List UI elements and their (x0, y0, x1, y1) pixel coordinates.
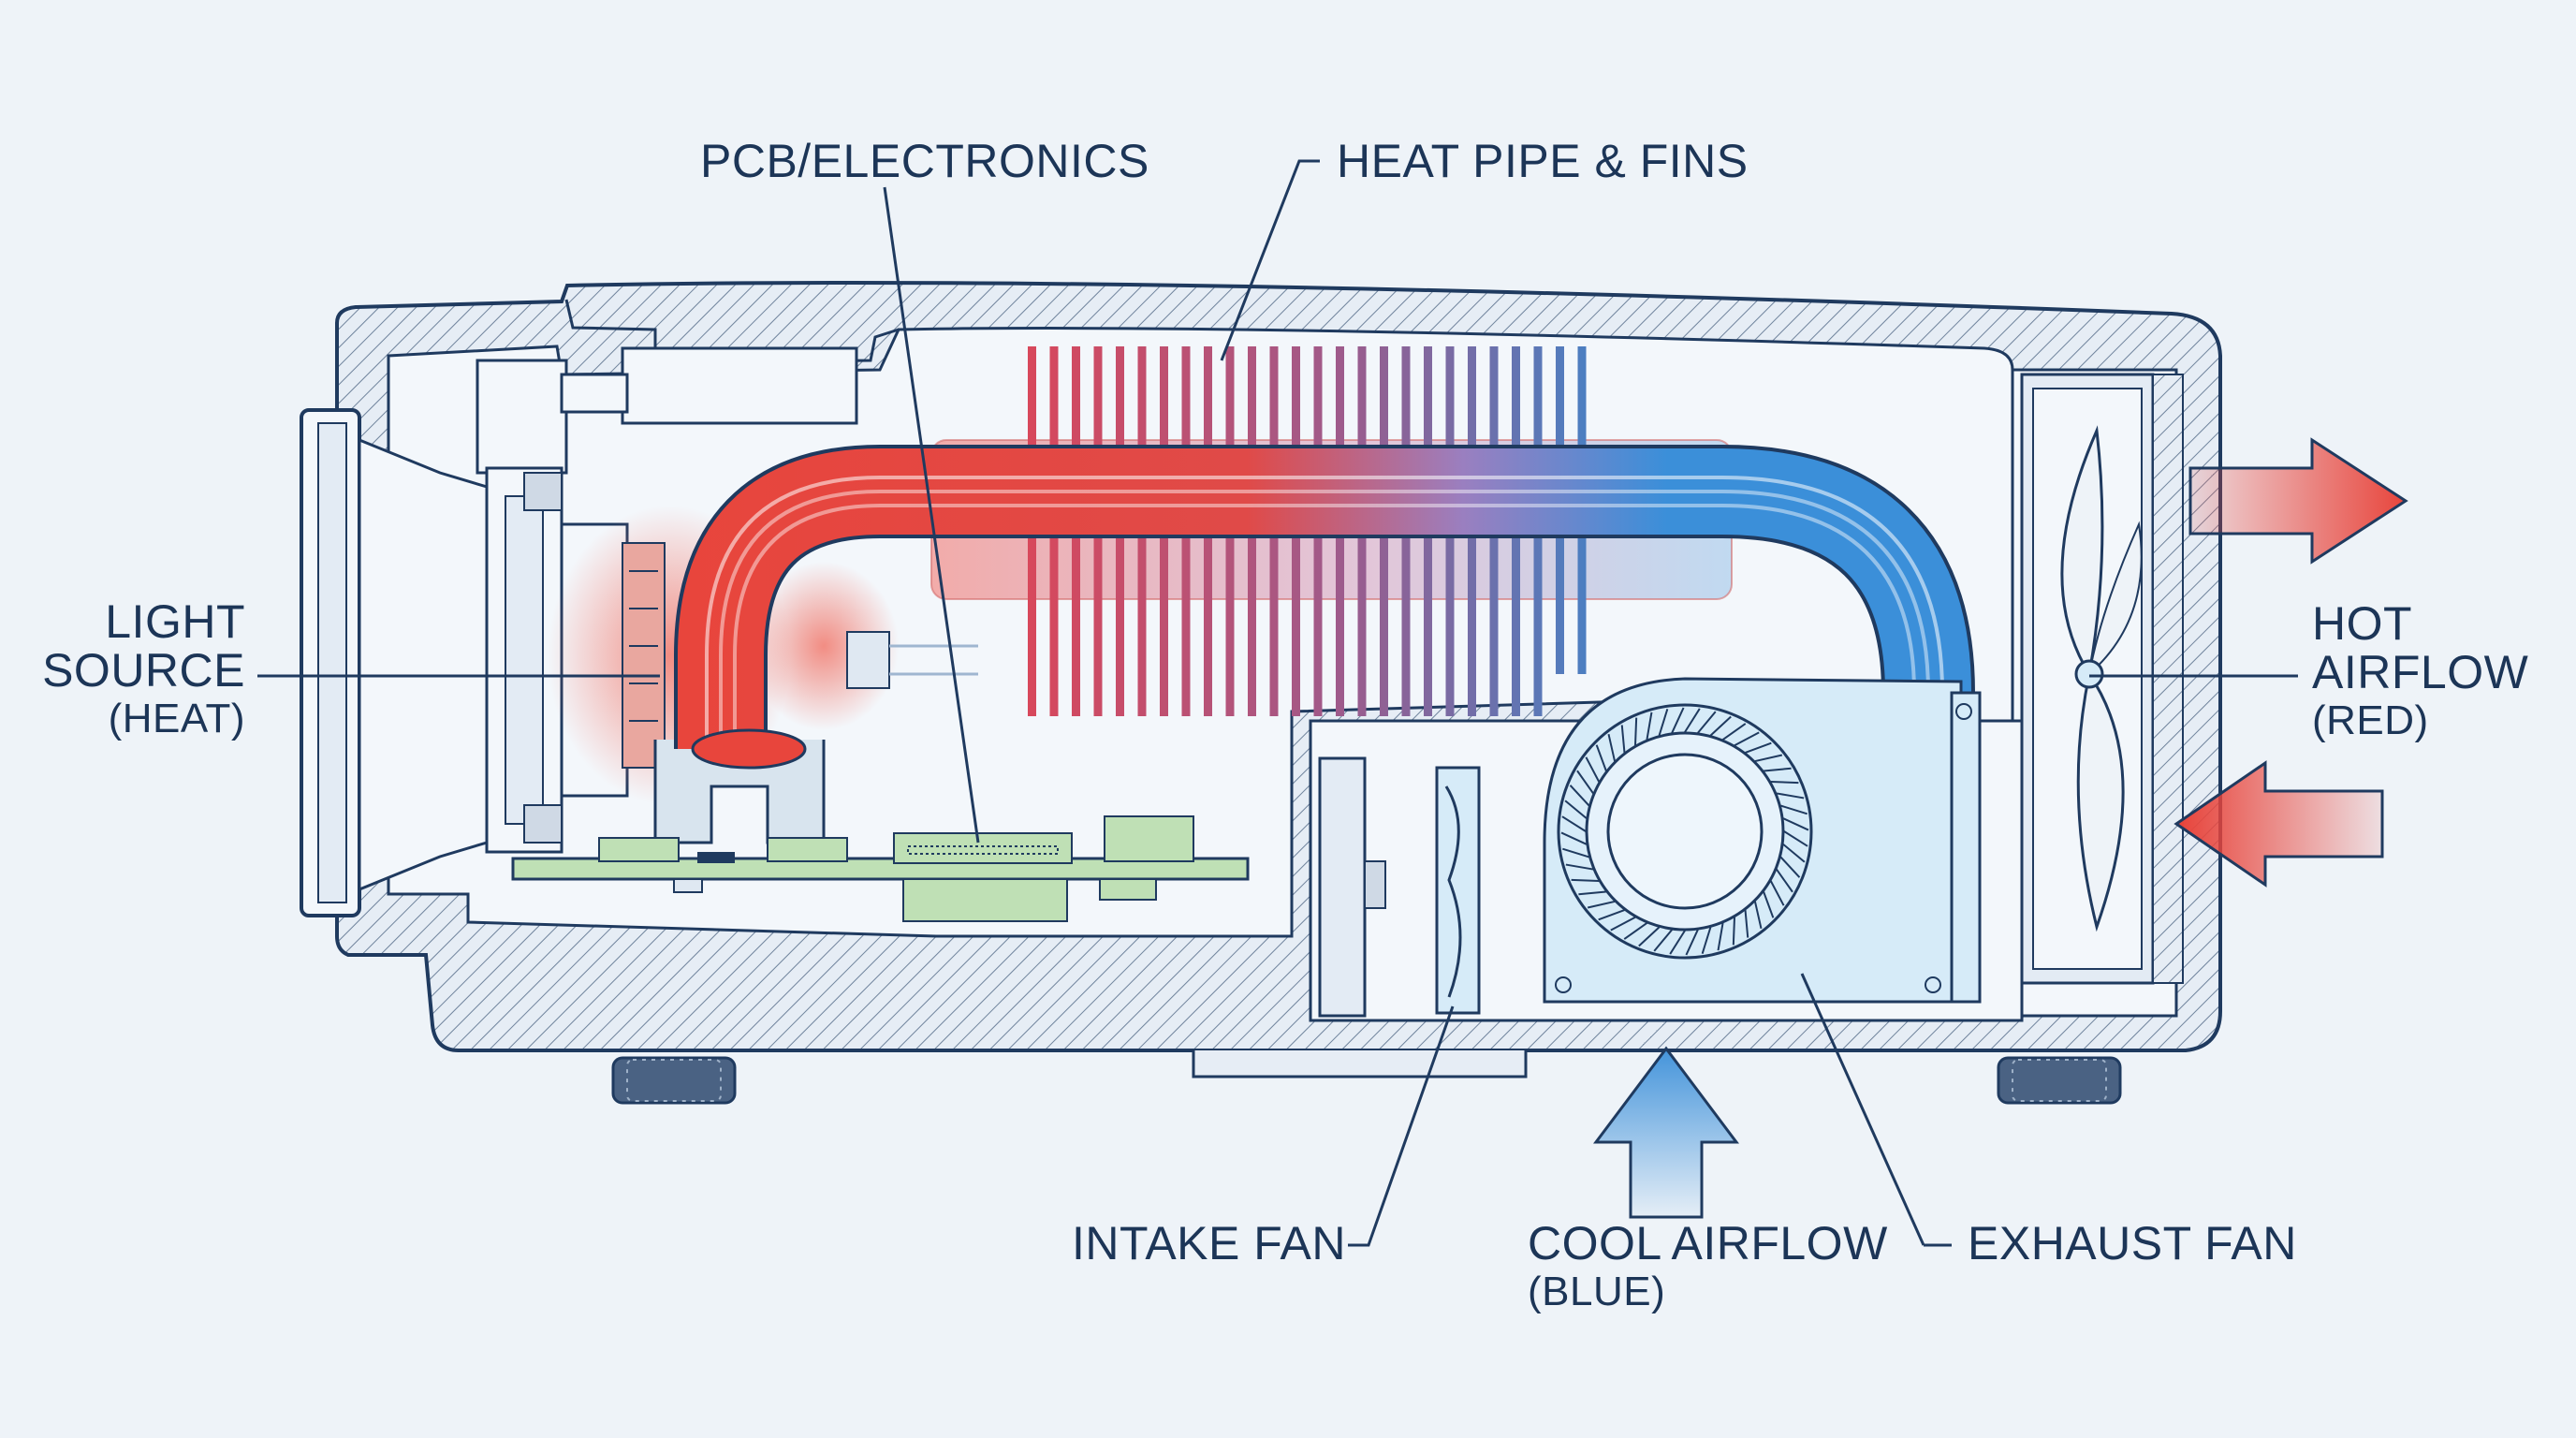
impeller-blade (1754, 754, 1783, 763)
impeller-blade (1745, 741, 1772, 754)
impeller-blade (1753, 901, 1763, 930)
impeller-blade (1595, 744, 1607, 771)
impeller-blade (1717, 922, 1724, 951)
impeller-blade (1776, 792, 1805, 800)
impeller-blade (1560, 831, 1588, 845)
impeller-blade (1638, 926, 1661, 947)
impeller-blade (1634, 717, 1638, 746)
label-light-source: LIGHT SOURCE (HEAT) (37, 597, 245, 743)
impeller-blade (1782, 817, 1809, 831)
impeller-blade (1653, 929, 1673, 952)
impeller-blade (1587, 900, 1616, 909)
impeller-blade (1783, 830, 1808, 847)
impeller-blade (1763, 891, 1775, 918)
label-hot-airflow: HOT AIRFLOW (RED) (2312, 599, 2528, 745)
impeller-blade (1779, 856, 1801, 878)
impeller-blade (1782, 844, 1806, 863)
impeller-blade (1585, 756, 1601, 783)
label-hot-airflow-line2: AIRFLOW (2312, 646, 2529, 698)
hot-air-intake-arrow-icon (2174, 760, 2384, 888)
pcb-electronics (511, 815, 1250, 922)
impeller-blade (1607, 733, 1617, 762)
impeller-blade (1671, 707, 1685, 734)
impeller-blade (1769, 880, 1785, 906)
impeller-blade (1697, 711, 1717, 734)
impeller-blade (1578, 890, 1606, 896)
impeller-blade (1598, 909, 1625, 921)
label-cool-airflow: COOL AIRFLOW (BLUE) (1528, 1219, 1888, 1316)
impeller-blade (1701, 927, 1712, 954)
impeller-blade (1576, 770, 1594, 795)
label-cool-airflow-line2: (BLUE) (1528, 1269, 1666, 1314)
impeller-blade (1770, 781, 1799, 785)
exhaust-blower-fan-icon (1543, 677, 1982, 1004)
label-light-source-line2: SOURCE (42, 644, 245, 697)
impeller-blade (1562, 847, 1589, 858)
rear-fan-icon (2020, 373, 2184, 985)
hot-air-arrow-icon (2188, 437, 2408, 565)
impeller-blade (1685, 929, 1699, 956)
impeller-blade (1646, 712, 1653, 741)
impeller-blade (1669, 930, 1686, 955)
cool-air-arrow-icon (1593, 1046, 1739, 1219)
impeller-blade (1776, 868, 1793, 893)
label-intake-fan: INTAKE FAN (1072, 1217, 1347, 1269)
intake-fan-icon (1318, 756, 1481, 1018)
label-exhaust-fan: EXHAUST FAN (1968, 1217, 2297, 1269)
callout-leader-lines (257, 159, 2298, 1247)
impeller-blade (1610, 916, 1636, 932)
label-pcb-electronics: PCB/ELECTRONICS (700, 135, 1149, 187)
impeller-blade (1709, 715, 1732, 737)
impeller-blade (1734, 731, 1760, 747)
label-heat-pipe-fins: HEAT PIPE & FINS (1337, 135, 1749, 187)
label-cool-airflow-line1: COOL AIRFLOW (1528, 1217, 1888, 1269)
heat-pipe (674, 445, 1975, 770)
impeller-blade (1571, 878, 1600, 882)
impeller-blade (1620, 725, 1626, 753)
impeller-blade (1569, 785, 1590, 807)
label-hot-airflow-line1: HOT (2312, 597, 2413, 650)
impeller-blade (1564, 800, 1588, 819)
impeller-blade (1684, 708, 1701, 733)
label-hot-airflow-line3: (RED) (2312, 697, 2429, 743)
impeller-blade (1780, 804, 1808, 815)
impeller-blade (1721, 723, 1747, 741)
impeller-blade (1658, 709, 1669, 736)
blower-impeller (1560, 707, 1809, 956)
impeller-blade (1764, 767, 1792, 772)
impeller-blade (1623, 922, 1648, 940)
label-light-source-line3: (HEAT) (108, 696, 245, 741)
impeller-blade (1744, 910, 1749, 938)
impeller-blade (1561, 815, 1587, 832)
projector-feet (611, 1056, 2122, 1105)
label-light-source-line1: LIGHT (105, 595, 245, 648)
impeller-blade (1565, 863, 1594, 871)
